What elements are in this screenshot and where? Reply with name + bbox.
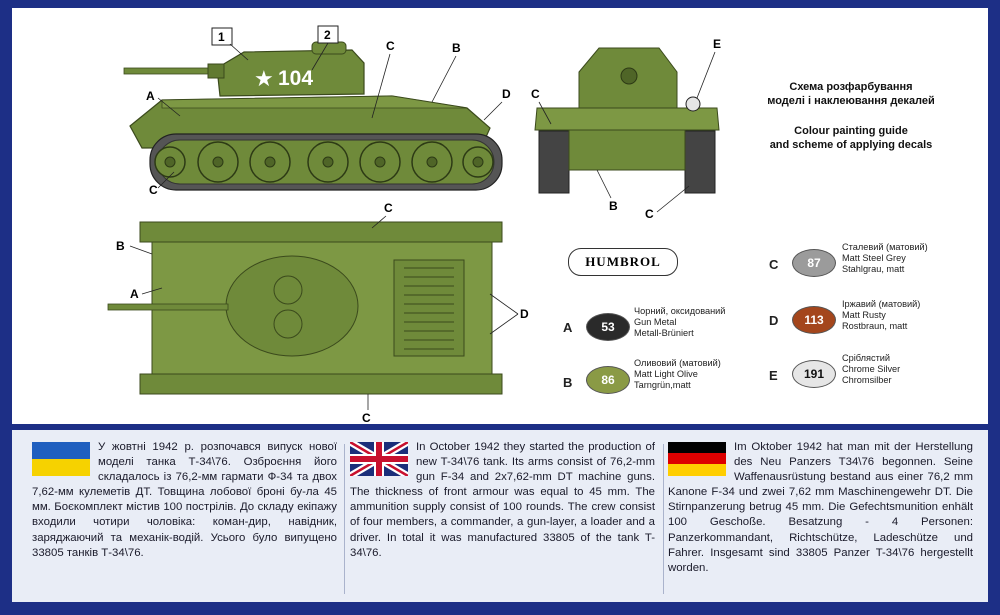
callout-side-a: A <box>146 89 155 103</box>
guide-title-uk: Схема розфарбування моделі і наклеювання… <box>736 80 966 108</box>
paint-letter: D <box>769 313 779 328</box>
paint-swatch: 113 <box>792 306 836 334</box>
instruction-sheet: ★ 104 1 2 A B C D C E C B <box>12 8 988 425</box>
humbrol-logo: HUMBROL <box>568 248 678 276</box>
callout-top-d: D <box>520 307 529 321</box>
callout-top-c-lower: C <box>362 411 371 425</box>
paint-swatch: 87 <box>792 249 836 277</box>
text-column-en: In October 1942 they started the product… <box>350 440 655 598</box>
paint-swatch: 191 <box>792 360 836 388</box>
top-turret <box>225 255 359 357</box>
text-de: Im Oktober 1942 hat man mit der Herstell… <box>668 441 973 574</box>
callout-top-b: B <box>116 239 125 253</box>
side-turret <box>216 49 365 97</box>
callout-top-a: A <box>130 287 139 301</box>
side-gun-barrel <box>123 67 223 75</box>
text-column-de: Im Oktober 1942 hat man mit der Herstell… <box>668 440 973 598</box>
ukraine-flag-icon <box>32 442 90 476</box>
tank-front-view: E C B C <box>531 37 721 221</box>
paint-swatch: 86 <box>586 366 630 394</box>
side-gun-mantlet <box>207 63 225 79</box>
paint-letter: C <box>769 257 779 272</box>
callout-side-c-top: C <box>386 39 395 53</box>
decal-box-1 <box>211 27 233 46</box>
text-uk: У жовтні 1942 р. розпочався випуск нової… <box>32 441 337 559</box>
paint-letter: E <box>769 368 778 383</box>
uk-flag-icon <box>350 442 408 476</box>
turret-number: 104 <box>278 67 313 90</box>
tank-side-view: ★ 104 1 2 A B C D C <box>123 25 511 197</box>
front-track-left <box>538 130 570 194</box>
top-track-lower <box>139 373 503 395</box>
guide-title-en: Colour painting guide and scheme of appl… <box>736 124 966 152</box>
side-cupola <box>311 41 347 55</box>
text-column-uk: У жовтні 1942 р. розпочався випуск нової… <box>32 440 337 598</box>
turret-star: ★ <box>254 66 274 91</box>
front-glacis <box>568 129 686 171</box>
callout-side-b: B <box>452 41 461 55</box>
callout-front-c-left: C <box>531 87 540 101</box>
guide-uk-line2: моделі і наклеювання декалей <box>767 95 935 107</box>
paint-letter: B <box>563 375 573 390</box>
callout-front-c-right: C <box>645 207 654 221</box>
paint-letter: A <box>563 320 573 335</box>
top-track-upper <box>139 221 503 243</box>
text-en: In October 1942 they started the product… <box>350 441 655 559</box>
callout-top-c-upper: C <box>384 201 393 215</box>
callout-side-c-bottom: C <box>149 183 158 197</box>
top-engine-deck <box>393 259 465 357</box>
decal-label-2: 2 <box>324 28 331 42</box>
callout-side-d: D <box>502 87 511 101</box>
germany-flag-icon <box>668 442 726 476</box>
decal-label-1: 1 <box>218 30 225 44</box>
description-band: У жовтні 1942 р. розпочався випуск нової… <box>12 430 988 602</box>
guide-en-line1: Colour painting guide <box>794 125 908 137</box>
front-headlight <box>685 96 701 112</box>
tank-top-view: B A C D C <box>107 201 529 425</box>
guide-uk-line1: Схема розфарбування <box>789 81 913 93</box>
paint-swatch: 53 <box>586 313 630 341</box>
guide-en-line2: and scheme of applying decals <box>769 139 933 151</box>
callout-front-e: E <box>713 37 721 51</box>
front-track-right <box>684 130 716 194</box>
top-gun-barrel <box>107 303 229 311</box>
callout-front-b: B <box>609 199 618 213</box>
side-fender <box>161 95 468 109</box>
